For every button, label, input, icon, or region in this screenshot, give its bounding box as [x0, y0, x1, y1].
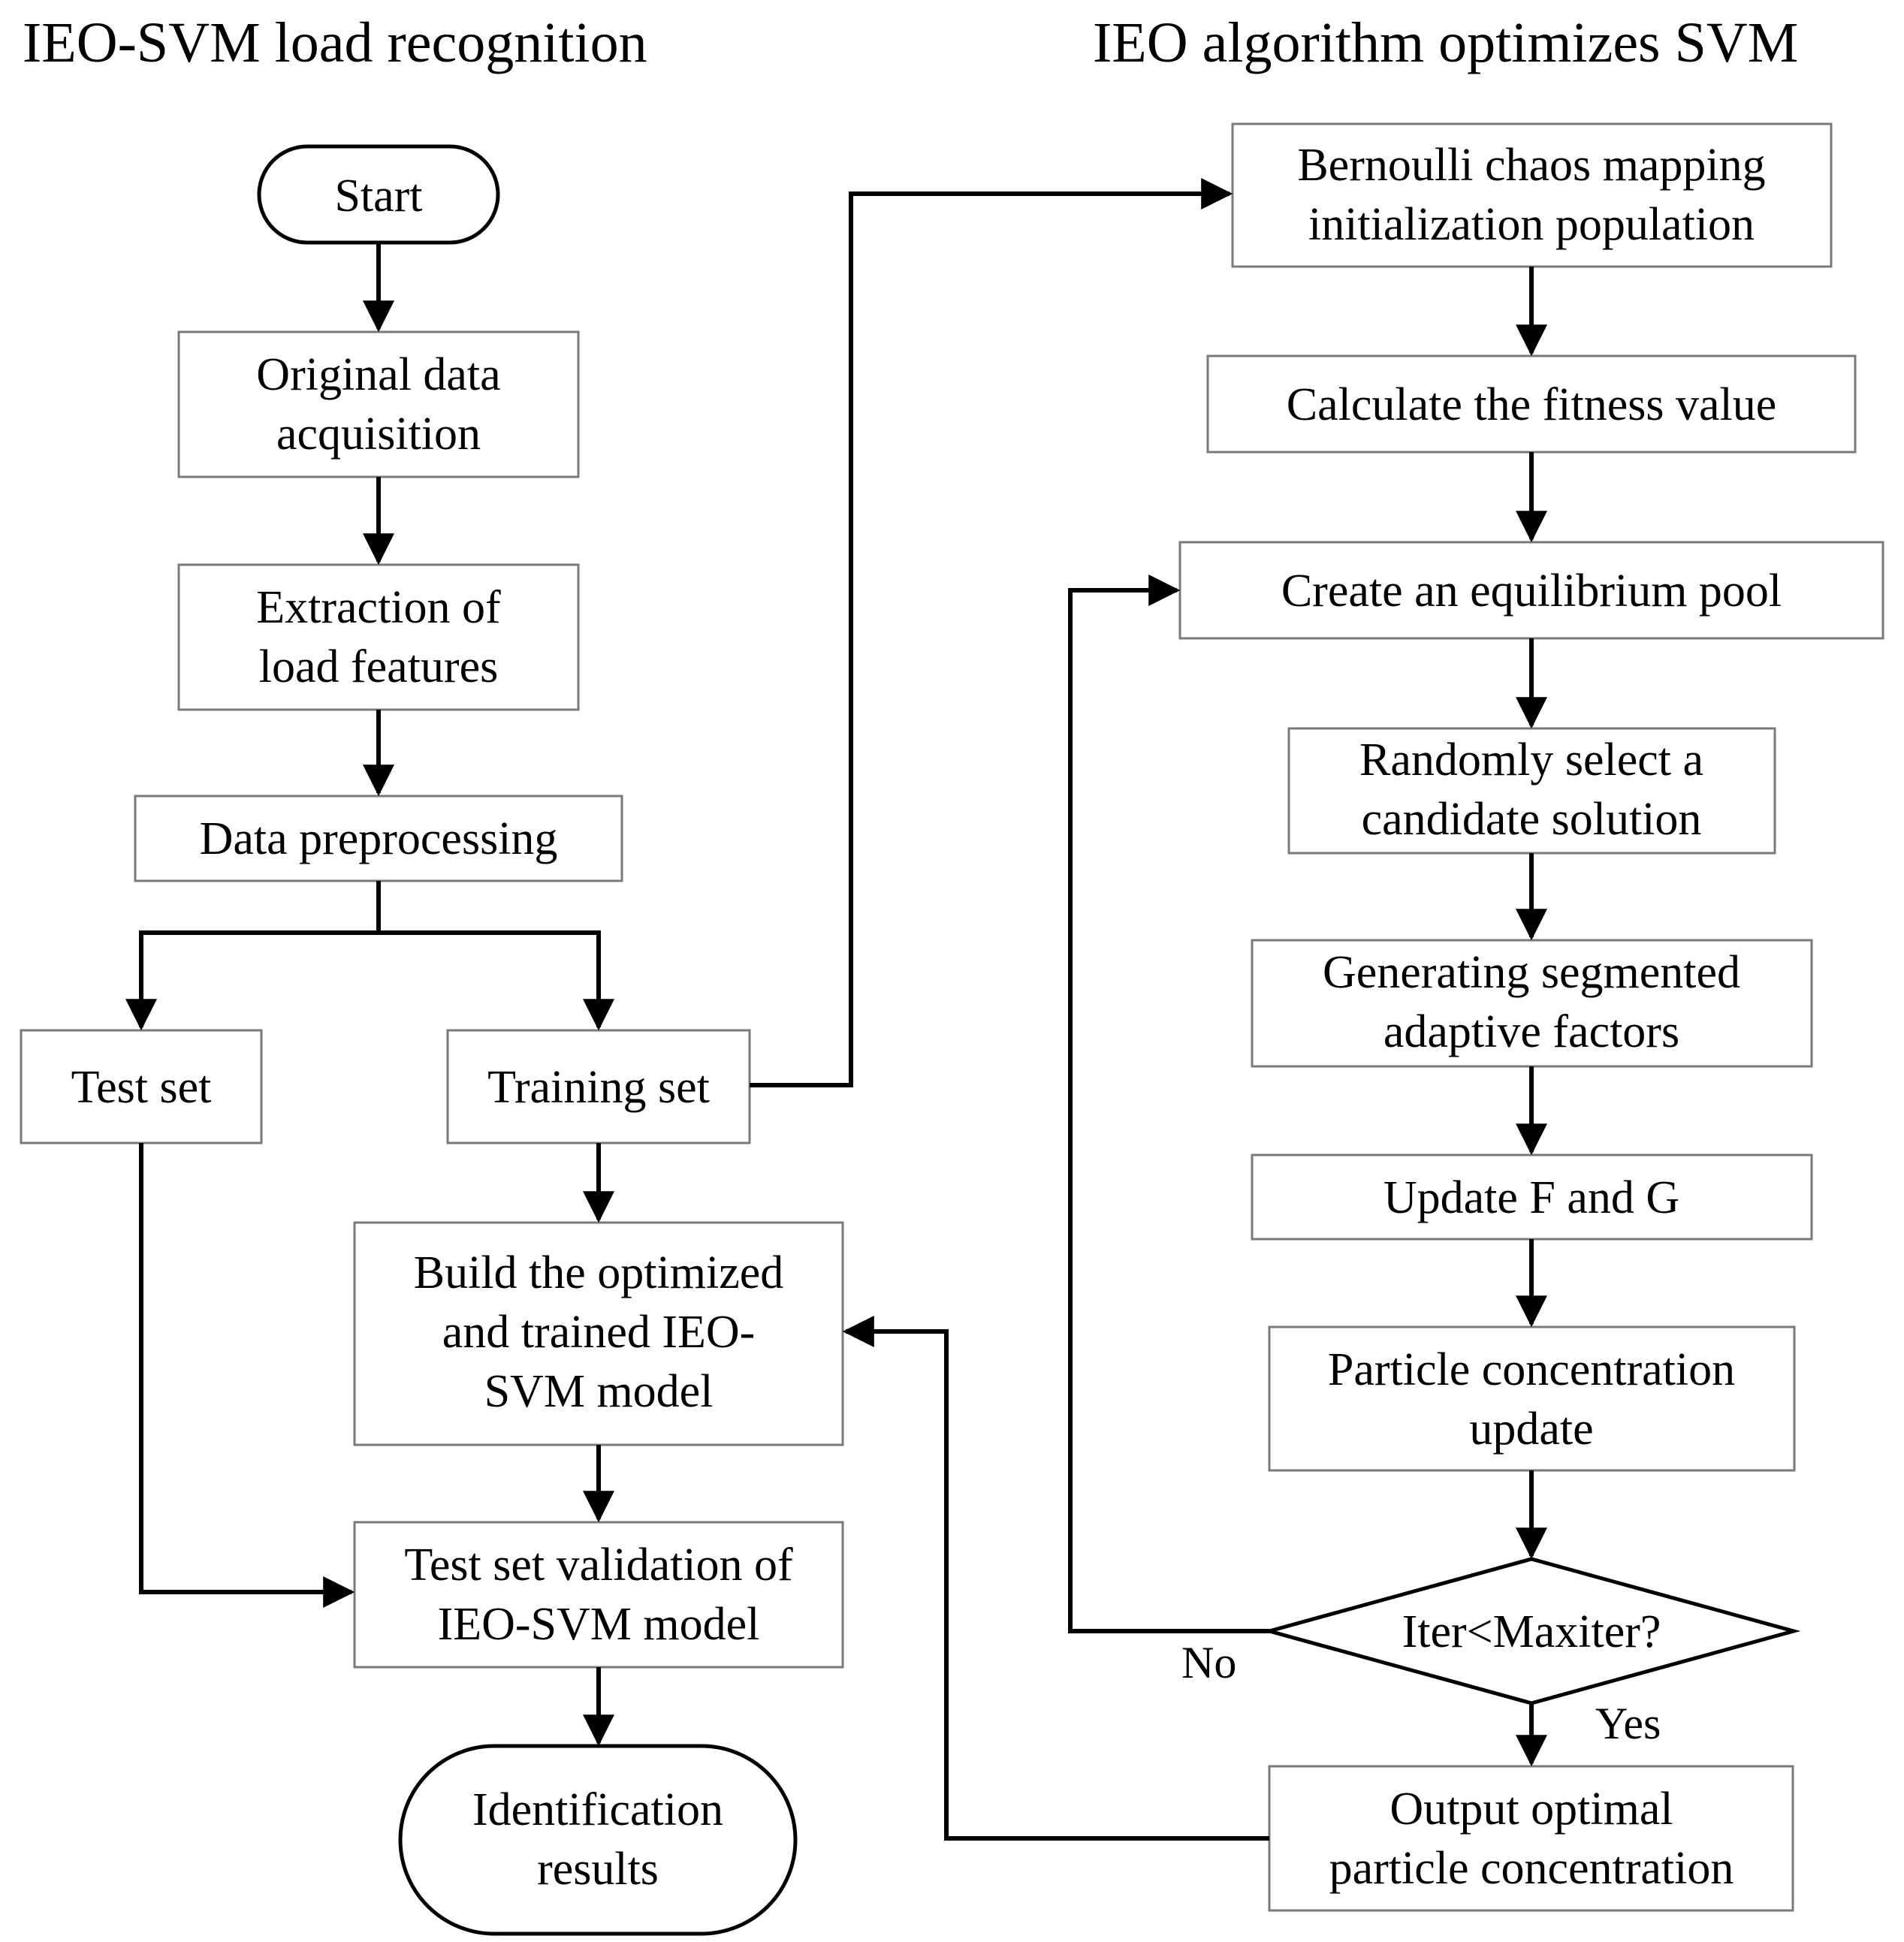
adaptive-box: Generating segmented adaptive factors — [1251, 939, 1813, 1068]
fitness-label: Calculate the fitness value — [1287, 379, 1776, 430]
candidate-line-1: Randomly select a — [1359, 734, 1703, 786]
extraction-box: Extraction of load features — [177, 563, 580, 711]
candidate-line-2: candidate solution — [1362, 794, 1702, 845]
validation-line-1: Test set validation of — [404, 1539, 793, 1591]
preprocessing-box: Data preprocessing — [134, 795, 623, 882]
yes-label: Yes — [1595, 1699, 1661, 1748]
start-label: Start — [334, 170, 422, 222]
build-model-line-2: and trained IEO- — [442, 1307, 756, 1358]
concentration-line-2: update — [1469, 1404, 1593, 1455]
concentration-box: Particle concentration update — [1268, 1325, 1796, 1472]
test-set-box: Test set — [20, 1029, 263, 1144]
output-box: Output optimal particle concentration — [1268, 1765, 1794, 1912]
equilibrium-box: Create an equilibrium pool — [1178, 541, 1884, 640]
test-set-label: Test set — [71, 1062, 212, 1113]
arrow-split-to-training-set — [379, 930, 614, 1031]
original-data-line-2: acquisition — [276, 409, 481, 460]
arrow-training-to-bernoulli — [750, 178, 1233, 1087]
concentration-line-1: Particle concentration — [1328, 1344, 1735, 1395]
arrow-split-to-test-set — [125, 930, 379, 1031]
bernoulli-line-1: Bernoulli chaos mapping — [1297, 140, 1765, 191]
adaptive-line-1: Generating segmented — [1323, 947, 1740, 998]
arrow-decision-no-loop — [1068, 574, 1269, 1633]
preprocessing-label: Data preprocessing — [200, 813, 558, 864]
training-set-label: Training set — [487, 1062, 710, 1113]
validation-line-2: IEO-SVM model — [438, 1599, 760, 1650]
extraction-line-1: Extraction of — [256, 582, 501, 633]
results-line-2: results — [537, 1844, 659, 1895]
bernoulli-line-2: initialization population — [1308, 199, 1755, 250]
results-line-1: Identification — [472, 1784, 723, 1835]
output-line-2: particle concentration — [1329, 1843, 1734, 1894]
adaptive-line-2: adaptive factors — [1383, 1006, 1679, 1057]
build-model-box: Build the optimized and trained IEO- SVM… — [353, 1221, 844, 1446]
fitness-box: Calculate the fitness value — [1206, 354, 1857, 454]
decision-label: Iter<Maxiter? — [1402, 1606, 1661, 1657]
results-node: Identification results — [398, 1744, 798, 1936]
no-label: No — [1181, 1638, 1236, 1687]
update-fg-label: Update F and G — [1383, 1172, 1679, 1223]
training-set-box: Training set — [446, 1029, 751, 1144]
left-title: IEO-SVM load recognition — [23, 11, 647, 74]
bernoulli-box: Bernoulli chaos mapping initialization p… — [1231, 122, 1833, 268]
extraction-line-2: load features — [259, 641, 498, 692]
arrow-output-to-build — [842, 1316, 1269, 1841]
candidate-box: Randomly select a candidate solution — [1287, 727, 1776, 855]
right-title: IEO algorithm optimizes SVM — [1093, 11, 1798, 74]
update-fg-box: Update F and G — [1251, 1153, 1813, 1241]
original-data-box: Original data acquisition — [177, 330, 580, 478]
original-data-line-1: Original data — [256, 349, 500, 400]
equilibrium-label: Create an equilibrium pool — [1281, 565, 1782, 617]
output-line-1: Output optimal — [1390, 1784, 1673, 1835]
start-node: Start — [257, 144, 500, 245]
build-model-line-3: SVM model — [484, 1366, 714, 1417]
arrow-test-set-to-validation — [139, 1143, 355, 1608]
decision-diamond: Iter<Maxiter? — [1262, 1557, 1801, 1705]
build-model-line-1: Build the optimized — [414, 1247, 784, 1298]
validation-box: Test set validation of IEO-SVM model — [353, 1521, 844, 1669]
